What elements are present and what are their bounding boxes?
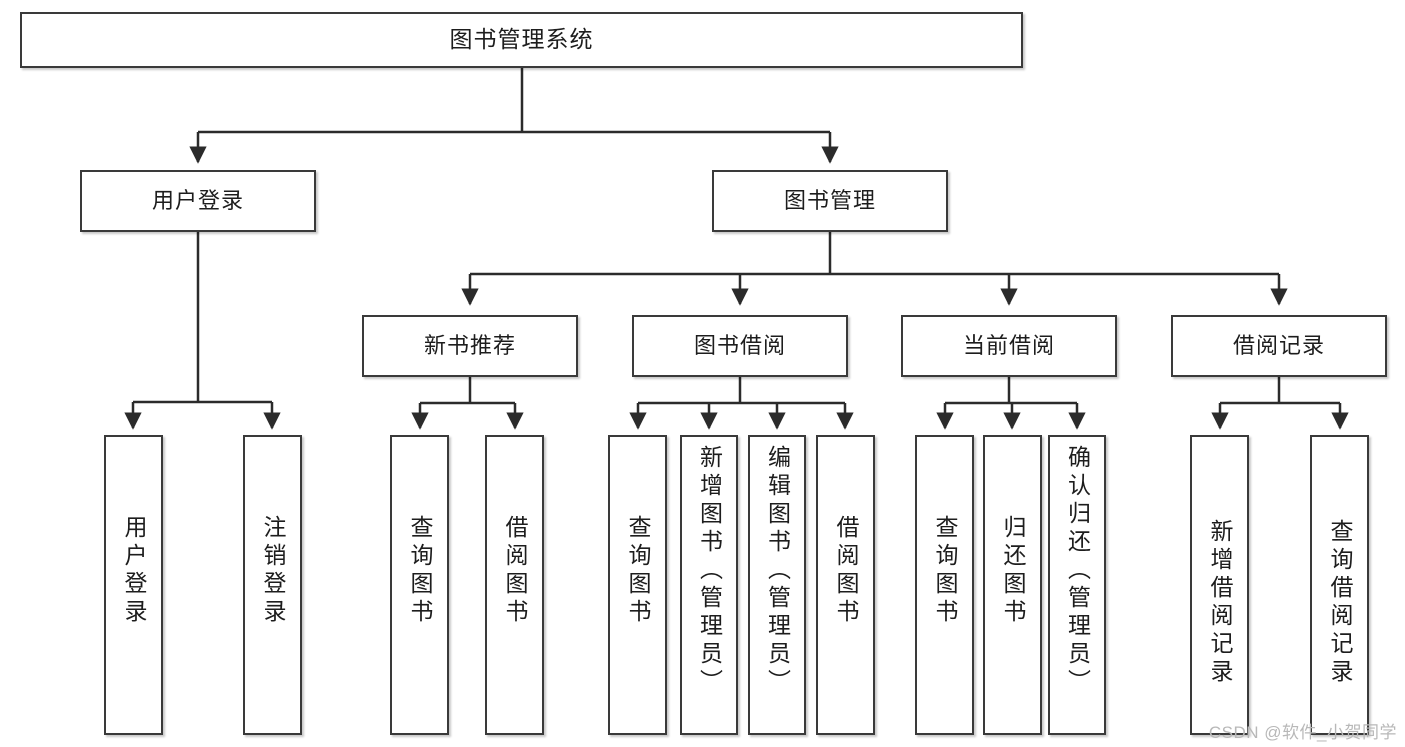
leaf-query-book-1-label: 查询图书 (407, 515, 433, 627)
leaf-query-borrow-record[interactable]: 查询借阅记录 (1310, 435, 1369, 735)
leaf-query-borrow-record-label: 查询借阅记录 (1327, 519, 1353, 687)
leaf-logout-label: 注销登录 (260, 515, 286, 627)
node-book-borrow-label: 图书借阅 (693, 333, 786, 359)
node-new-book-recommend[interactable]: 新书推荐 (362, 315, 578, 377)
node-current-borrow[interactable]: 当前借阅 (901, 315, 1117, 377)
leaf-confirm-return-admin[interactable]: 确认归还（管理员） (1048, 435, 1106, 735)
node-borrow-record[interactable]: 借阅记录 (1171, 315, 1387, 377)
leaf-borrow-book-2[interactable]: 借阅图书 (816, 435, 875, 735)
node-root-label: 图书管理系统 (449, 26, 594, 53)
leaf-query-book-3[interactable]: 查询图书 (915, 435, 974, 735)
node-new-book-recommend-label: 新书推荐 (423, 333, 516, 359)
leaf-return-book-label: 归还图书 (1000, 515, 1026, 627)
leaf-user-login[interactable]: 用户登录 (104, 435, 163, 735)
node-book-borrow[interactable]: 图书借阅 (632, 315, 848, 377)
leaf-user-login-label: 用户登录 (121, 515, 147, 627)
leaf-query-book-2-label: 查询图书 (625, 515, 651, 627)
leaf-edit-book-admin-label: 编辑图书（管理员） (764, 445, 791, 697)
leaf-add-book-admin[interactable]: 新增图书（管理员） (680, 435, 738, 735)
leaf-query-book-3-label: 查询图书 (932, 515, 958, 627)
node-root[interactable]: 图书管理系统 (20, 12, 1023, 68)
leaf-borrow-book-1-label: 借阅图书 (502, 515, 528, 627)
node-current-borrow-label: 当前借阅 (962, 333, 1055, 359)
leaf-confirm-return-admin-label: 确认归还（管理员） (1064, 445, 1091, 697)
node-user-login-label: 用户登录 (151, 188, 244, 214)
node-user-login[interactable]: 用户登录 (80, 170, 316, 232)
leaf-query-book-2[interactable]: 查询图书 (608, 435, 667, 735)
leaf-logout[interactable]: 注销登录 (243, 435, 302, 735)
node-book-management-label: 图书管理 (783, 188, 876, 214)
leaf-return-book[interactable]: 归还图书 (983, 435, 1042, 735)
watermark: CSDN @软件_小贺同学 (1208, 723, 1397, 742)
leaf-add-borrow-record[interactable]: 新增借阅记录 (1190, 435, 1249, 735)
leaf-add-borrow-record-label: 新增借阅记录 (1207, 519, 1233, 687)
leaf-borrow-book-2-label: 借阅图书 (833, 515, 859, 627)
node-borrow-record-label: 借阅记录 (1232, 333, 1325, 359)
leaf-query-book-1[interactable]: 查询图书 (390, 435, 449, 735)
leaf-edit-book-admin[interactable]: 编辑图书（管理员） (748, 435, 806, 735)
leaf-add-book-admin-label: 新增图书（管理员） (696, 445, 723, 697)
leaf-borrow-book-1[interactable]: 借阅图书 (485, 435, 544, 735)
node-book-management[interactable]: 图书管理 (712, 170, 948, 232)
